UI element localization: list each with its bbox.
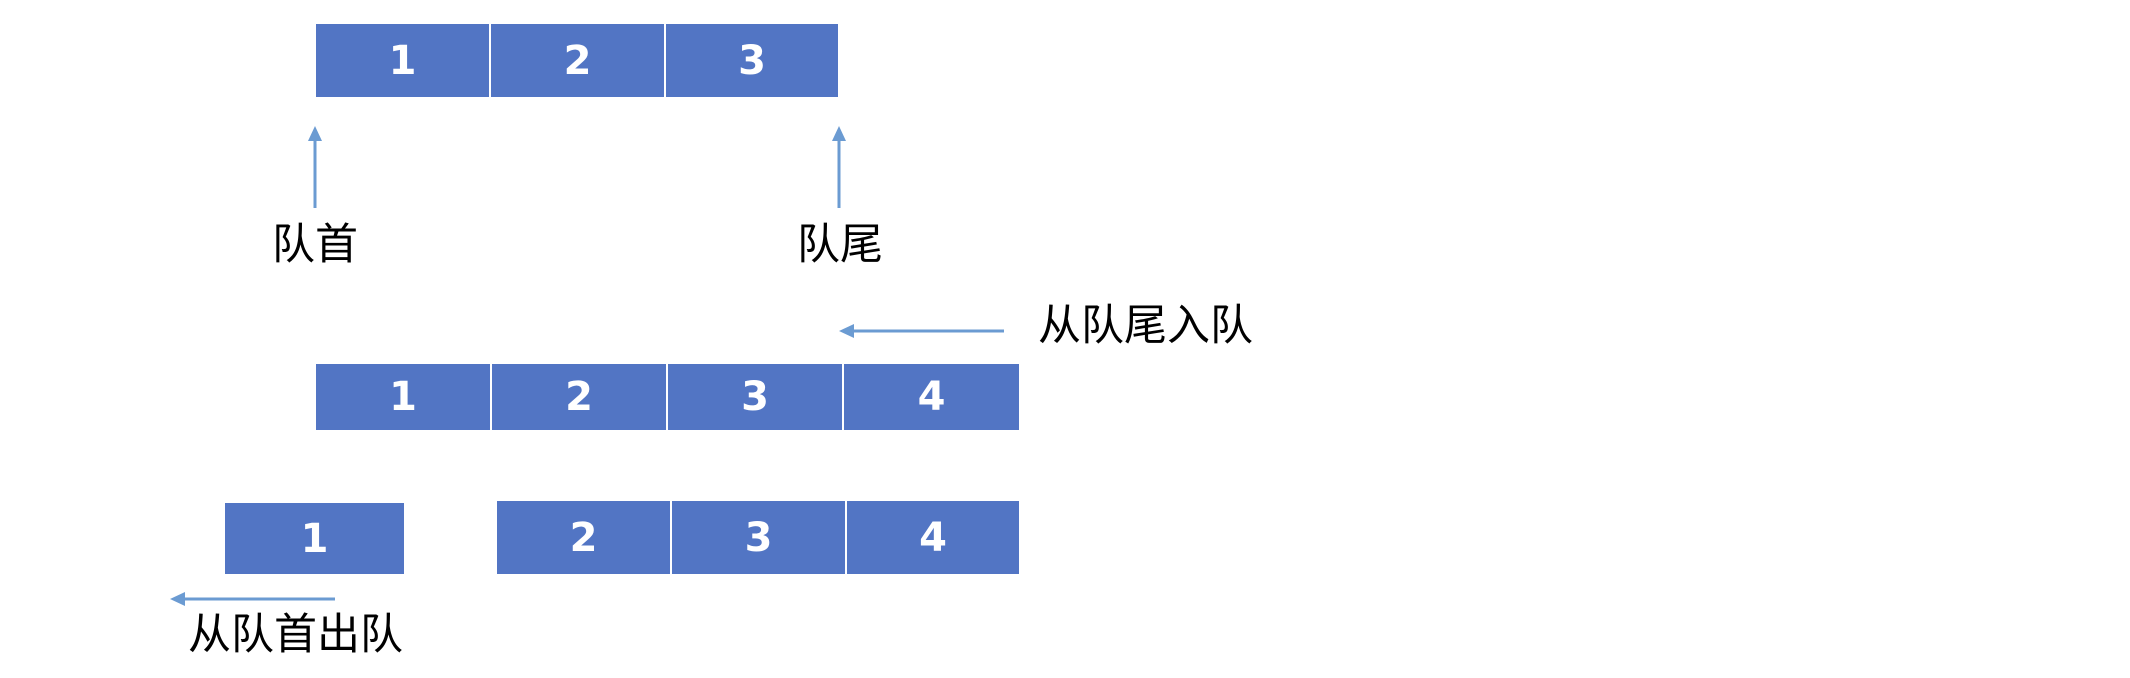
queue-cell: 2	[497, 501, 670, 574]
dequeued-cell: 1	[225, 503, 404, 574]
queue-cell: 1	[316, 364, 490, 430]
queue-cell: 3	[666, 24, 838, 97]
queue-cell: 4	[847, 501, 1019, 574]
dequeue-label: 从队首出队	[188, 610, 403, 660]
queue-cell: 2	[491, 24, 664, 97]
dequeue-arrow	[170, 592, 335, 606]
queue-cell: 2	[492, 364, 666, 430]
enqueue-label: 从队尾入队	[1038, 301, 1253, 351]
enqueue-arrow	[839, 324, 1004, 338]
front-label: 队首	[272, 220, 358, 270]
rear-label: 队尾	[797, 220, 883, 270]
queue-cell: 3	[668, 364, 842, 430]
queue-cell: 1	[316, 24, 489, 97]
rear-pointer-arrow	[832, 126, 846, 208]
queue-cell: 4	[844, 364, 1019, 430]
front-pointer-arrow	[308, 126, 322, 208]
queue-cell: 3	[672, 501, 845, 574]
